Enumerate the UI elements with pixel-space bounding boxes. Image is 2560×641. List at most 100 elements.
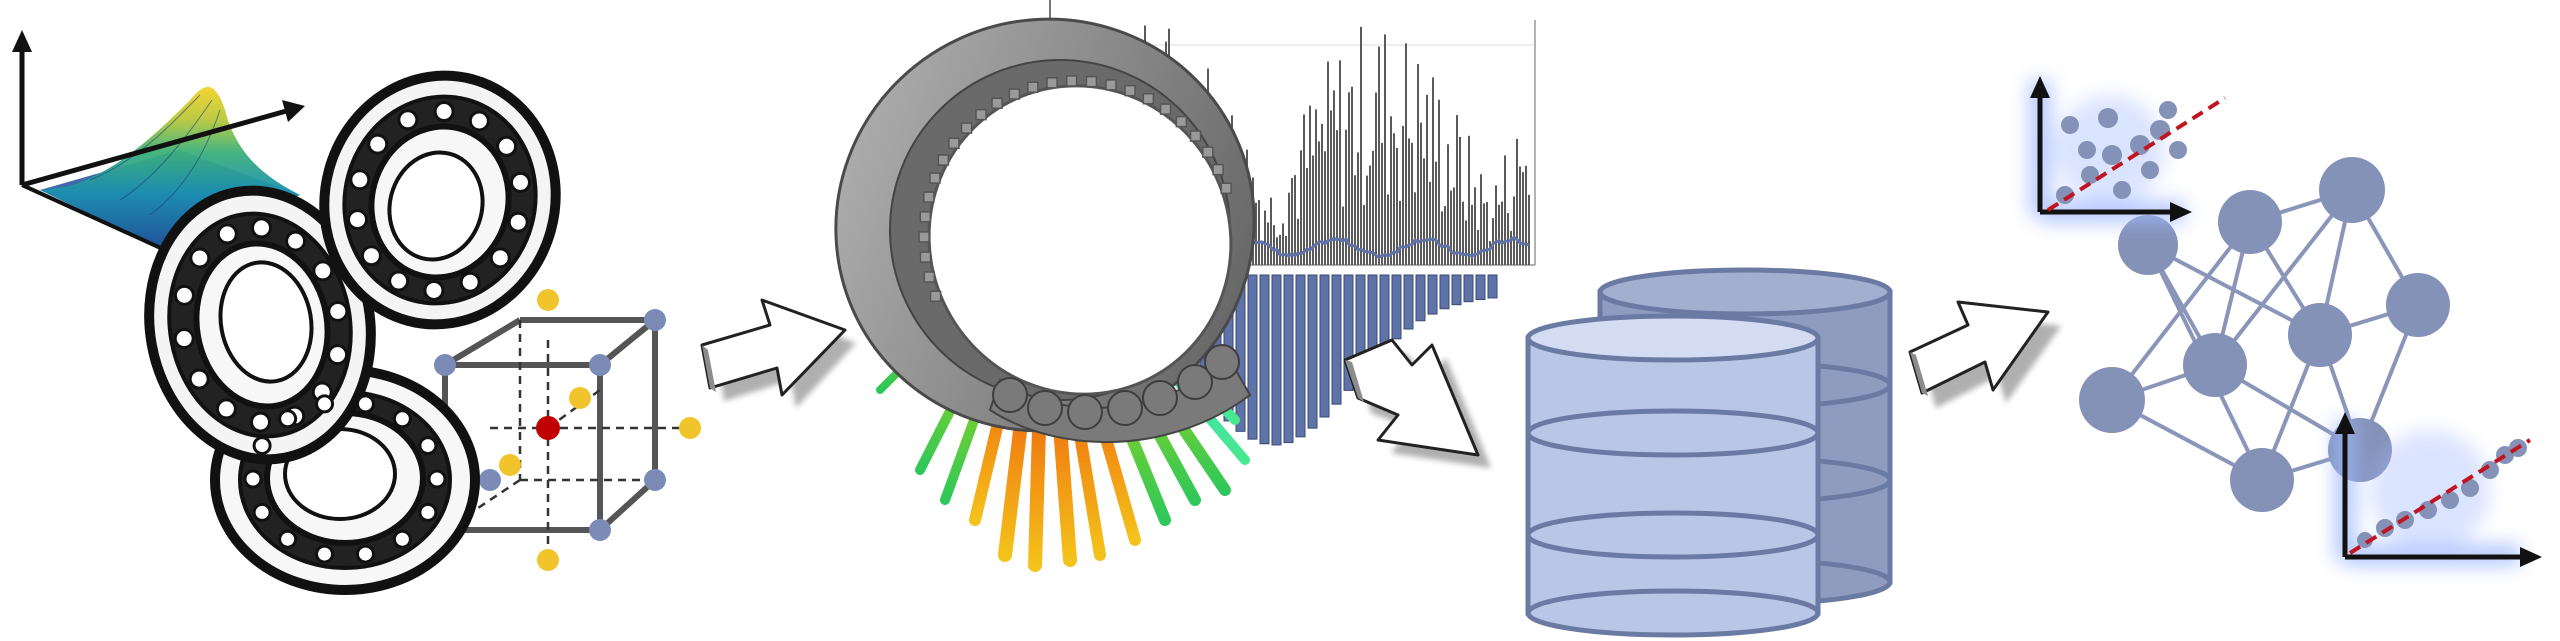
regression-scatter-icon [2334,412,2542,567]
cage-tooth [918,231,930,243]
stage-design-of-experiments [12,30,701,595]
spectrum-lower-bar [1307,274,1318,429]
neural-network-icon [2079,157,2450,512]
cage-tooth [1105,79,1117,91]
spectrum-lower-bar [1319,274,1330,418]
bearing-ball [349,169,371,191]
cage-tooth [1046,77,1058,89]
network-node [2218,190,2282,254]
bearing-ball [418,436,438,456]
flow-arrow-icon [1343,338,1491,468]
bearing-ball [392,529,412,549]
bearing-cage-teeth [918,75,1232,303]
bearing-left-balls [173,217,349,433]
cage-tooth [919,251,932,263]
spectrum-lower-bar [1283,274,1294,444]
spectrum-lower-bar [1451,274,1462,306]
bearing-ball [173,328,195,350]
bearing-ball [360,245,382,267]
spectrum-lower-bar [1247,274,1258,440]
spectrum-lower-bar [1271,274,1282,446]
spectrum-lower-bar [1475,274,1486,300]
network-node [2183,333,2247,397]
bearing-ball [315,544,335,564]
flow-arrow-icon [700,298,856,408]
bearing-ball [216,223,238,245]
bearing-roller [992,377,1028,413]
ball-bearing-icon [144,70,561,595]
bearing-ball [433,101,455,123]
bearing-ball [312,260,334,282]
bearing-ball [215,398,237,420]
bearing-roller [1067,394,1103,430]
cage-tooth [1124,84,1136,97]
bearing-ball [327,300,349,322]
bearing-ball [468,110,490,132]
bearing-ball [388,270,410,292]
spectrum-lower-bar [1295,274,1306,438]
cage-tooth [1065,75,1078,87]
cage-tooth [1212,163,1224,176]
bearing-ball [392,409,412,429]
bearing-roller [1177,364,1213,400]
spectrum-lower-bar [1439,274,1450,310]
bearing-ball [418,502,438,522]
spectrum-lower-bar [1343,274,1354,391]
bearing-ball [173,284,195,306]
spectrum-lower-bar [1415,274,1426,322]
cage-tooth [929,172,941,184]
cage-tooth [923,191,935,203]
bearing-rollers [992,344,1240,430]
stage-simulation [834,0,1536,572]
bearing-roller [1204,344,1240,380]
cage-tooth [1202,146,1214,158]
spectrum-lower-bar [1391,274,1402,340]
network-node [2230,448,2294,512]
spectrum-lower-bar [1487,274,1498,299]
bearing-ball [251,217,273,239]
cage-tooth [1220,182,1232,194]
cage-tooth [1142,92,1155,105]
cage-tooth [991,97,1003,110]
cage-tooth [919,211,931,223]
cage-tooth [1189,130,1202,142]
cage-tooth [1175,115,1188,128]
cage-tooth [948,137,960,150]
cage-tooth [937,154,950,166]
bearing-ball [347,209,369,231]
spectrum-lower-bar [1463,274,1474,303]
bearing-ball [507,211,529,233]
bearing-ball [496,135,518,157]
database-front-cylinder [1525,313,1821,638]
cage-tooth [1085,75,1098,88]
cage-tooth [1008,88,1021,100]
flow-arrow-icon [1908,300,2061,408]
bearing-ring-fem-icon [834,17,1256,444]
network-node [2386,273,2450,337]
bearing-ball [423,279,445,301]
bearing-ball [355,544,375,564]
bearing-ball [355,394,375,414]
bearing-ball [397,109,419,131]
bearing-ball [459,271,481,293]
spectrum-lower-bar [1259,274,1270,445]
spectrum-lower-bar [1427,274,1438,315]
cage-tooth [1159,103,1172,115]
bearing-roller [1142,380,1178,416]
cage-tooth [929,290,942,303]
bearing-ball [188,368,210,390]
bearing-ball [427,469,447,489]
cage-tooth [923,271,936,283]
spectrum-lower-bar [1403,274,1414,330]
bearing-ball [367,133,389,155]
bearing-ball [509,171,531,193]
spectrum-lower-bar [1379,274,1390,351]
spectrum-lower-bar [1331,274,1342,405]
sampling-cube-icon [434,289,701,571]
bearing-ball [252,436,272,456]
network-nodes [2079,157,2450,512]
bearing-ball [278,529,298,549]
bearing-bottom-balls [243,394,447,564]
bearing-ball [327,344,349,366]
